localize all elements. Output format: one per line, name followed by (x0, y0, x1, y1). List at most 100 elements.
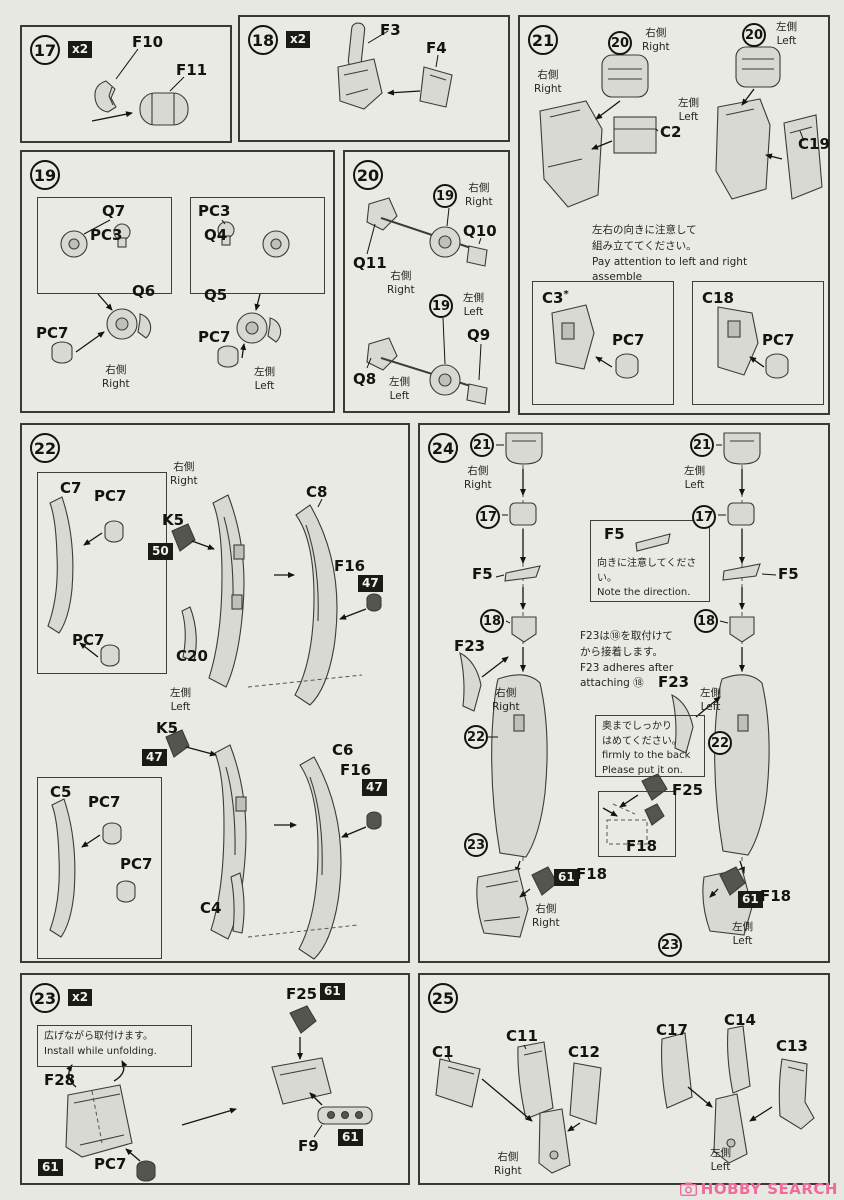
runner-badge-47: 47 (362, 779, 387, 796)
part-label-q9: Q9 (467, 326, 491, 344)
f23-note: F23は⑱を取付けて から接着します。 F23 adheres after at… (580, 630, 674, 690)
side-label-right: 右側 Right (534, 69, 562, 95)
sub-assembly-box-c7 (37, 472, 167, 674)
side-label-right: 右側 Right (464, 465, 492, 491)
part-label-f23: F23 (658, 673, 690, 691)
unfold-note: 広げながら取付けます。 Install while unfolding. (37, 1025, 192, 1067)
part-label-pc7: PC7 (94, 1155, 127, 1173)
step-number: 24 (428, 433, 458, 463)
side-label-right: 右側 Right (532, 903, 560, 929)
part-label-pc7: PC7 (198, 328, 231, 346)
part-label-c11: C11 (506, 1027, 538, 1045)
step-number: 20 (353, 160, 383, 190)
part-label-f10: F10 (132, 33, 164, 51)
hobby-search-camera-icon (679, 1182, 697, 1196)
part-label-c6: C6 (332, 741, 354, 759)
step-ref-22: 22 (708, 731, 732, 755)
step-ref-21: 21 (690, 433, 714, 457)
part-label-pc3: PC3 (90, 226, 123, 244)
step-ref-20: 20 (742, 23, 766, 47)
side-label-right: 右側 Right (492, 687, 520, 713)
part-label-f4: F4 (426, 39, 447, 57)
step-20-illustration (366, 197, 488, 405)
step-20-panel: 20 19 右側 Right Q10 Q11 右側 Right 19 左側 Le… (343, 150, 510, 413)
step-ref-21: 21 (470, 433, 494, 457)
step-number: 23 (30, 983, 60, 1013)
f18-detail-box (598, 791, 676, 857)
side-label-left: 左側 Left (776, 21, 797, 47)
part-label-f25: F25 (672, 781, 704, 799)
part-label-f11: F11 (176, 61, 208, 79)
sub-assembly-box-left (190, 197, 325, 294)
f18-detail-illustration (602, 803, 665, 845)
part-label-f28: F28 (44, 1071, 76, 1089)
step-23-illustration (65, 1005, 373, 1182)
part-label-c19: C19 (798, 135, 830, 153)
step-17-illustration (91, 48, 189, 126)
step-number: 25 (428, 983, 458, 1013)
part-label-c5: C5 (50, 783, 72, 801)
step-18-panel: 18 x2 F3 F4 (238, 15, 510, 142)
side-label-left: 左側 Left (732, 921, 753, 947)
step-21-panel: 21 20 右側 Right 20 左側 Left 右側 Right 左側 Le… (518, 15, 830, 415)
step-19-panel: 19 Q7 PC3 PC3 Q4 Q6 Q5 PC7 PC7 右側 Right … (20, 150, 335, 413)
quantity-badge: x2 (286, 31, 311, 48)
step-17-panel: 17 x2 F10 F11 (20, 25, 232, 143)
part-label-q6: Q6 (132, 282, 156, 300)
part-label-k5: K5 (162, 511, 185, 529)
step-ref-18: 18 (694, 609, 718, 633)
part-label-pc7: PC7 (120, 855, 153, 873)
side-label-left: 左側 Left (710, 1147, 731, 1173)
runner-badge-47: 47 (142, 749, 167, 766)
step-24-panel: 24 21 右側 Right 21 左側 Left 17 17 F5 F5 向き… (418, 423, 830, 963)
part-label-k5: K5 (156, 719, 179, 737)
sub-assembly-box-c5 (37, 777, 162, 959)
runner-badge-50: 50 (148, 543, 173, 560)
part-label-pc7: PC7 (36, 324, 69, 342)
part-label-pc7: PC7 (94, 487, 127, 505)
part-label-f18: F18 (760, 887, 792, 905)
step-ref-17: 17 (476, 505, 500, 529)
step-ref-20: 20 (608, 31, 632, 55)
side-label-left: 左側 Left (700, 687, 721, 713)
runner-badge-61: 61 (554, 869, 579, 886)
part-label-f5: F5 (472, 565, 493, 583)
step-ref-23: 23 (464, 833, 488, 857)
step-number: 21 (528, 25, 558, 55)
part-label-pc7: PC7 (612, 331, 645, 349)
step-25-panel: 25 C1 C11 C12 C17 C14 C13 右側 Right 左側 Le… (418, 973, 830, 1185)
part-label-c8: C8 (306, 483, 328, 501)
step-ref-18: 18 (480, 609, 504, 633)
side-label-right: 右側 Right (170, 461, 198, 487)
part-label-c12: C12 (568, 1043, 600, 1061)
side-label-left: 左側 Left (389, 376, 410, 402)
part-label-q8: Q8 (353, 370, 377, 388)
part-label-c17: C17 (656, 1021, 688, 1039)
part-label-pc7: PC7 (762, 331, 795, 349)
part-label-pc3: PC3 (198, 202, 231, 220)
step-24-illustration (459, 432, 777, 938)
step-23-panel: 23 x2 広げながら取付けます。 Install while unfoldin… (20, 973, 410, 1185)
side-label-left: 左側 Left (684, 465, 705, 491)
step-ref-19: 19 (429, 294, 453, 318)
part-label-c13: C13 (776, 1037, 808, 1055)
part-label-f23: F23 (454, 637, 486, 655)
watermark: HOBBY SEARCH (679, 1180, 838, 1198)
runner-badge-47: 47 (358, 575, 383, 592)
sub-assembly-box-c3 (532, 281, 674, 405)
part-label-c14: C14 (724, 1011, 756, 1029)
part-label-f16: F16 (334, 557, 366, 575)
runner-badge-61: 61 (320, 983, 345, 1000)
step-22-illustration (47, 494, 382, 960)
part-label-q10: Q10 (463, 222, 497, 240)
side-label-right: 右側 Right (387, 270, 415, 296)
step-21-illustration (539, 41, 823, 379)
runner-badge-61: 61 (738, 891, 763, 908)
step-ref-22: 22 (464, 725, 488, 749)
step-19-illustration (51, 219, 290, 368)
step-number: 17 (30, 35, 60, 65)
part-label-c2: C2 (660, 123, 682, 141)
part-label-c1: C1 (432, 1043, 454, 1061)
runner-badge-61: 61 (338, 1129, 363, 1146)
